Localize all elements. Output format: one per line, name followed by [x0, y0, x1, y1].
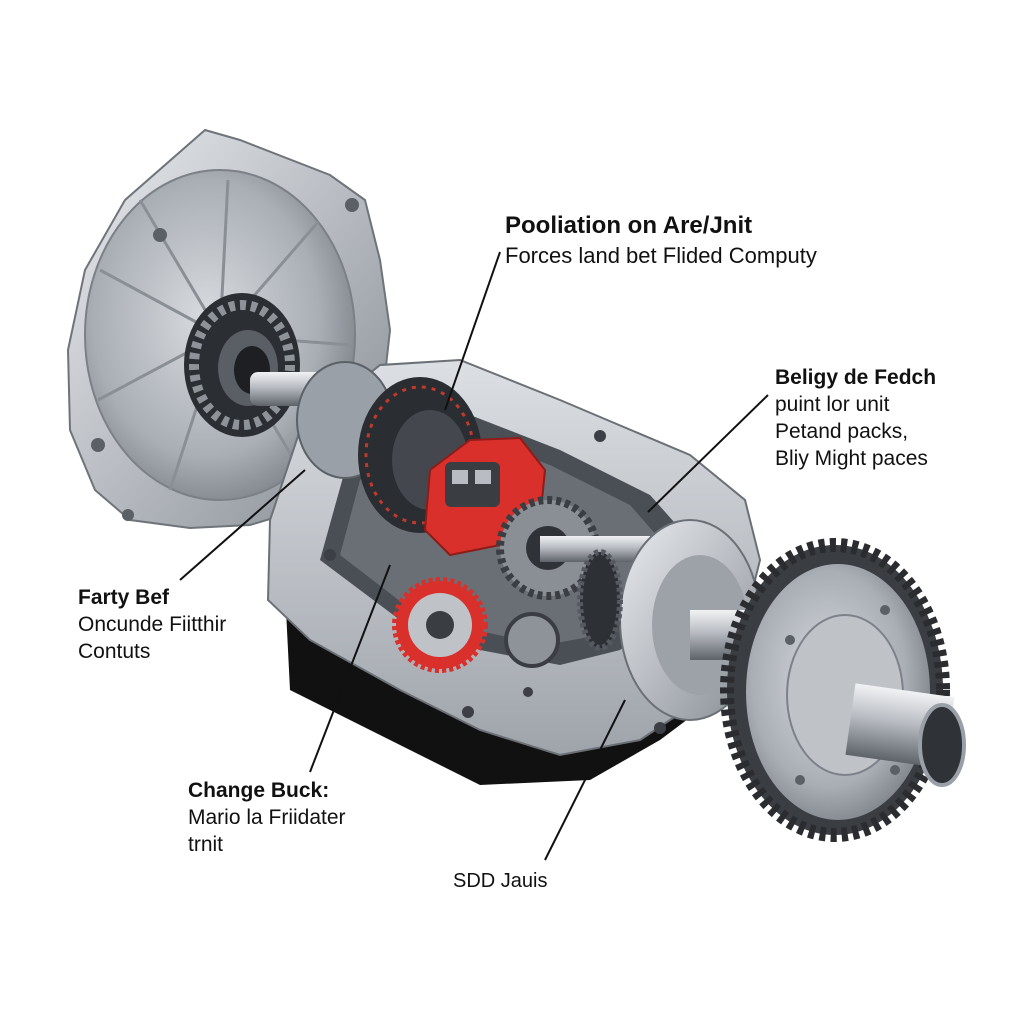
red-planetary-gear: [392, 577, 488, 673]
callout-right-title: Beligy de Fedch: [775, 366, 937, 389]
input-bearing: [184, 293, 300, 437]
callout-sdd-line-1: SDD Jauis: [453, 870, 548, 892]
leader-bottom: [309, 564, 391, 773]
callout-top-line-1: Forces land bet Flided Computy: [505, 243, 817, 268]
callout-left: Farty Bef Oncunde Fiitthir Contuts: [78, 584, 226, 665]
callout-bottom-line-2: trnit: [188, 833, 224, 856]
callout-sdd: SDD Jauis: [453, 868, 547, 895]
output-gear: [720, 538, 950, 842]
leader-sdd: [544, 699, 626, 861]
callout-top-title: Pooliation on Are/Jnit: [505, 212, 753, 239]
callout-bottom: Change Buck: Mario la Friidater trnit: [188, 777, 346, 858]
callout-left-title: Farty Bef: [78, 586, 170, 609]
leader-top: [444, 251, 501, 411]
callout-right-line-3: Bliy Might paces: [775, 447, 928, 470]
housing-bolts: [324, 430, 666, 734]
center-gear: [496, 496, 650, 600]
callout-left-line-2: Contuts: [78, 640, 151, 663]
callout-right-line-2: Petand packs,: [775, 420, 909, 443]
callout-left-line-1: Oncunde Fiitthir: [78, 613, 227, 636]
leader-lines: [179, 251, 769, 861]
callout-right: Beligy de Fedch puint lor unit Petand pa…: [775, 364, 936, 472]
callout-top: Pooliation on Are/Jnit Forces land bet F…: [505, 211, 817, 271]
leader-left: [179, 469, 306, 581]
idler-gear: [504, 612, 560, 668]
callout-right-line-1: puint lor unit: [775, 393, 890, 416]
output-tube: [845, 683, 966, 787]
leader-right: [647, 394, 769, 513]
callout-bottom-line-1: Mario la Friidater: [188, 806, 346, 829]
callout-bottom-title: Change Buck:: [188, 779, 330, 802]
